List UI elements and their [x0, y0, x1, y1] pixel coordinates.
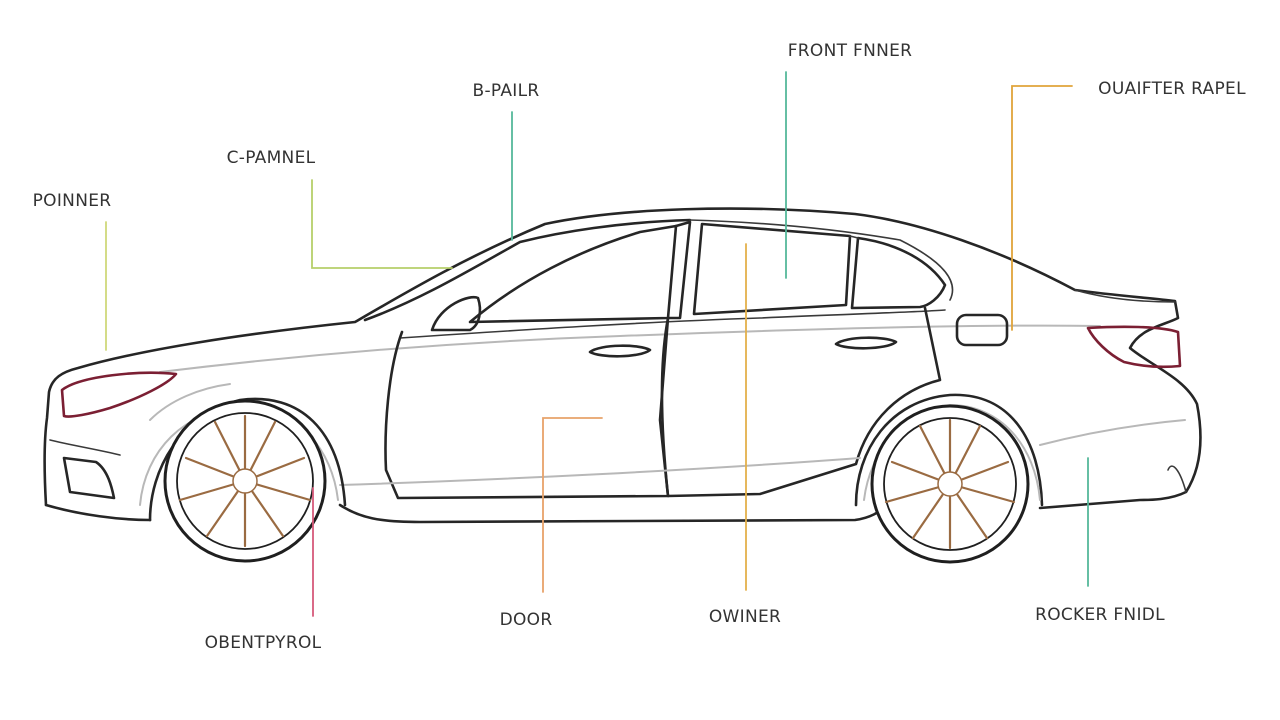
front-door-handle: [588, 344, 652, 358]
label-quarter-panel: OUAIFTER RAPEL: [1098, 79, 1246, 99]
label-pointer: POINNER: [33, 191, 112, 211]
rear-door-handle: [834, 336, 898, 350]
car-front-lower: [44, 503, 152, 522]
headlamp: [60, 371, 178, 418]
front-door: [384, 316, 670, 500]
rear-wheel-arch: [854, 393, 1044, 507]
front-grille: [49, 439, 121, 456]
belt-line: [159, 324, 1101, 373]
front-window: [468, 224, 678, 324]
leader-quarter-panel: [1011, 85, 1073, 331]
front-wheel: [163, 399, 327, 563]
label-b-pillar: B-PAILR: [473, 81, 540, 101]
tail-lamp: [1086, 325, 1182, 369]
part-labels: FRONT FNNER B-PAILR OUAIFTER RAPEL C-PAM…: [33, 41, 1246, 653]
trunk-line: [1074, 289, 1176, 303]
car-sill-line: [338, 503, 887, 524]
label-rocker-panel: ROCKER FNIDL: [1035, 605, 1165, 625]
front-crease: [149, 383, 231, 421]
belt-line-dark: [399, 309, 946, 339]
leader-c-pillar: [311, 179, 453, 269]
leader-lines: [105, 71, 1089, 617]
label-owner: OWINER: [709, 607, 781, 627]
car-illustration: [43, 207, 1202, 564]
fuel-cap: [955, 313, 1009, 347]
label-door: DOOR: [500, 610, 553, 630]
label-front-fender: FRONT FNNER: [788, 41, 913, 61]
middle-window: [692, 222, 852, 316]
leader-door: [542, 417, 603, 593]
label-c-pillar: C-PAMNEL: [227, 148, 316, 168]
car-roof-inner: [363, 218, 692, 322]
c-pillar-shape: [849, 235, 859, 239]
rear-window: [850, 236, 947, 310]
car-roof-inner-2: [689, 219, 954, 301]
lower-crease: [339, 457, 861, 486]
rear-bumper: [1167, 465, 1187, 493]
rear-door: [660, 306, 942, 498]
rear-crease: [1039, 419, 1186, 446]
side-mirror: [430, 295, 482, 332]
car-body-outline: [43, 207, 1202, 510]
fog-light: [62, 456, 116, 500]
b-pillar-shape: [666, 220, 692, 320]
rear-wheel: [870, 404, 1030, 564]
label-obentpyrol: OBENTPYROL: [205, 633, 322, 653]
